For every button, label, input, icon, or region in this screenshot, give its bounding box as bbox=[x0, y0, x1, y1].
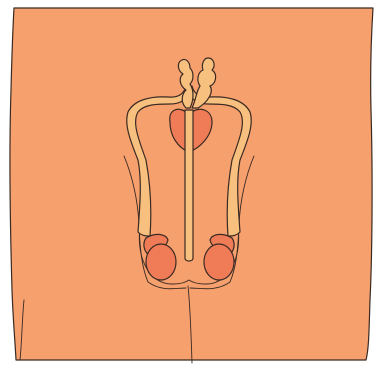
left-testis bbox=[146, 244, 176, 280]
urethra bbox=[185, 110, 193, 261]
right-testis bbox=[204, 244, 234, 280]
